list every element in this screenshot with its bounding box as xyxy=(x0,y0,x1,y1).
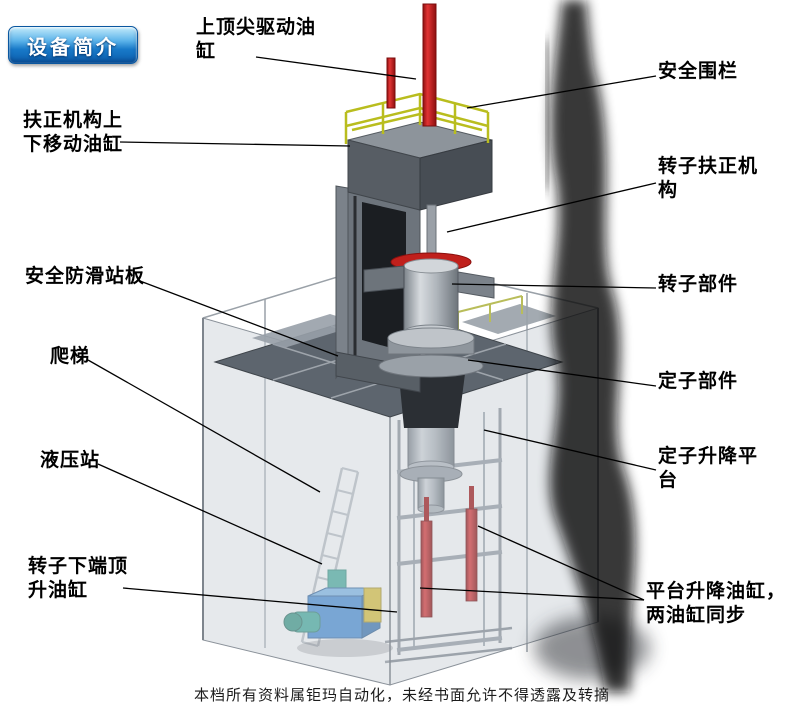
leader-platform-lift-cylinder-a xyxy=(477,525,645,601)
shadow-smudge xyxy=(534,0,650,692)
platform-lift-cylinder-rods xyxy=(420,486,478,618)
label-rotor-jack-cylinder: 转子下端顶 升油缸 xyxy=(28,556,129,601)
label-hydraulic-station: 液压站 xyxy=(40,450,101,471)
leader-lines xyxy=(87,56,657,613)
label-ladder: 爬梯 xyxy=(50,346,91,367)
label-safety-fence: 安全围栏 xyxy=(658,61,739,82)
leader-rotor-component xyxy=(451,283,657,289)
title-badge: 设备简介 xyxy=(8,26,138,64)
rotor-assembly xyxy=(363,204,495,378)
safety-fence-railing xyxy=(344,92,490,144)
label-top-drive-cylinder: 上顶尖驱动油 缸 xyxy=(196,17,317,62)
footer-text: 本档所有资料属钜玛自动化，未经书面允许不得透露及转摘 xyxy=(193,688,610,704)
leader-ladder xyxy=(87,359,321,493)
leader-stator-lift-platform xyxy=(483,429,657,471)
label-stator-lift-platform: 定子升降平 台 xyxy=(658,446,759,491)
label-anti-slip-plate: 安全防滑站板 xyxy=(25,266,146,287)
leader-anti-slip-plate xyxy=(139,280,339,357)
leader-rotor-jack-cylinder xyxy=(122,587,398,613)
hydraulic-power-unit xyxy=(283,569,393,657)
stator-lift-tower xyxy=(384,408,513,664)
label-rotor-centering-mechanism: 转子扶正机 构 xyxy=(658,156,759,201)
title-badge-label: 设备简介 xyxy=(27,36,119,59)
leader-stator-component xyxy=(467,359,657,387)
label-centering-move-cylinder: 扶正机构上 下移动油缸 xyxy=(23,110,124,155)
drive-cylinder-rods xyxy=(386,3,437,127)
label-platform-lift-cylinders: 平台升降油缸， 两油缸同步 xyxy=(646,581,787,626)
leader-top-drive-cylinder xyxy=(255,56,417,80)
leader-centering-move-cylinder xyxy=(119,141,351,147)
label-rotor-component: 转子部件 xyxy=(658,274,739,295)
leader-safety-fence xyxy=(466,75,657,109)
leader-hydraulic-station xyxy=(97,463,323,565)
label-stator-component: 定子部件 xyxy=(658,371,739,392)
leader-rotor-centering-mechanism xyxy=(446,182,657,233)
leader-platform-lift-cylinder-b xyxy=(419,587,645,601)
